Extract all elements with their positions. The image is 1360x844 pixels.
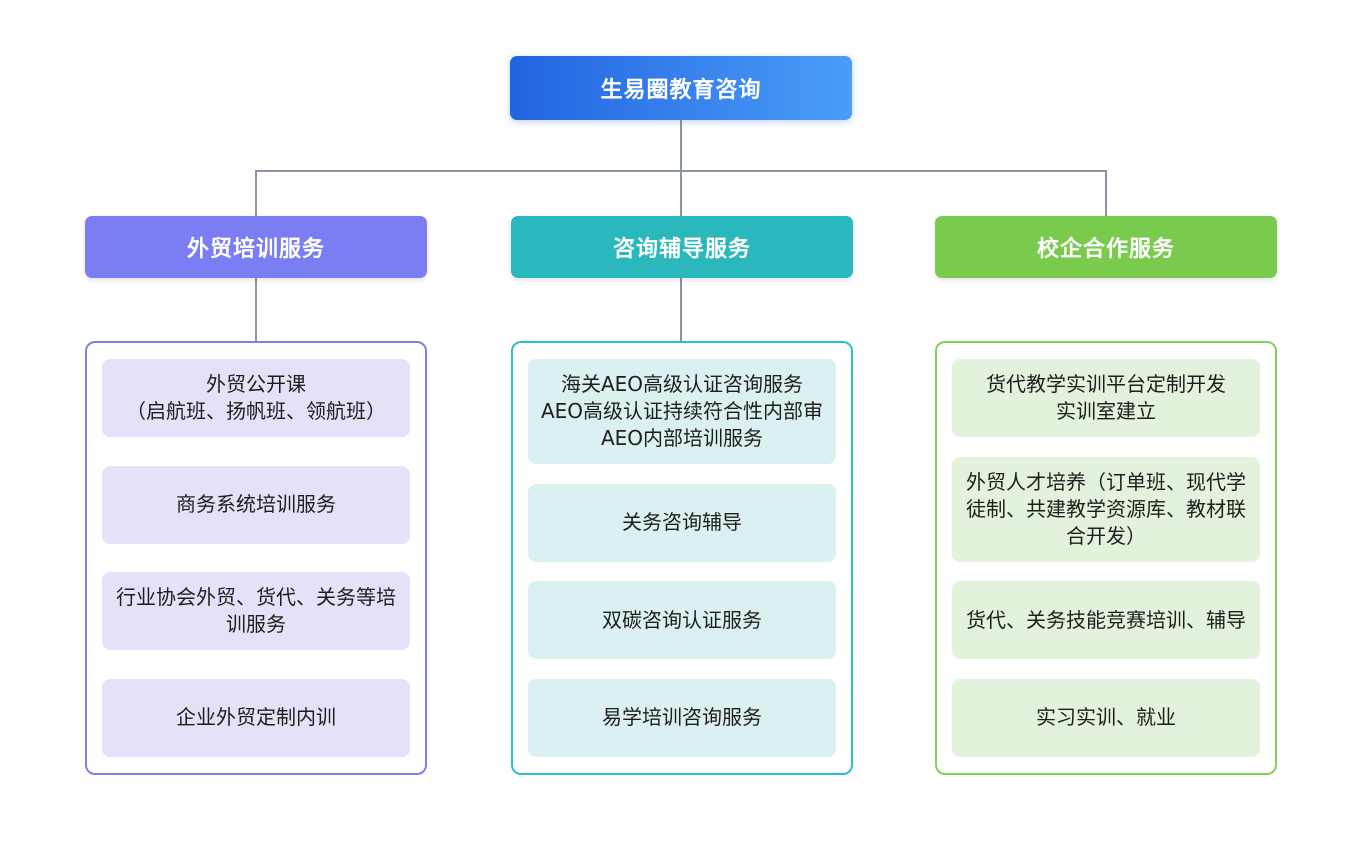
- branch-list-foreign-trade-training: 外贸公开课 （启航班、扬帆班、领航班） 商务系统培训服务 行业协会外贸、货代、关…: [85, 341, 427, 775]
- list-item: 双碳咨询认证服务: [528, 581, 836, 660]
- item-line: 行业协会外贸、货代、关务等培: [116, 585, 396, 610]
- list-item: 海关AEO高级认证咨询服务 AEO高级认证持续符合性内部审 AEO内部培训服务: [528, 359, 836, 464]
- item-line: 外贸人才培养（订单班、现代学: [966, 469, 1246, 494]
- item-line: 货代教学实训平台定制开发: [986, 372, 1226, 396]
- list-item: 行业协会外贸、货代、关务等培 训服务: [102, 572, 410, 651]
- list-item: 企业外贸定制内训: [102, 678, 410, 757]
- item-line: 外贸公开课: [206, 372, 306, 396]
- list-item: 外贸人才培养（订单班、现代学 徒制、共建教学资源库、教材联 合开发）: [952, 456, 1260, 562]
- item-line: （启航班、扬帆班、领航班）: [126, 399, 386, 423]
- item-line: 实习实训、就业: [1036, 705, 1176, 730]
- branch-header-consulting-coaching: 咨询辅导服务: [511, 216, 853, 278]
- list-item: 货代、关务技能竞赛培训、辅导: [952, 581, 1260, 660]
- item-line: 徒制、共建教学资源库、教材联: [966, 496, 1246, 521]
- connector-branch1-drop: [255, 170, 257, 216]
- branch-header-school-enterprise: 校企合作服务: [935, 216, 1277, 278]
- list-item: 实习实训、就业: [952, 678, 1260, 757]
- item-line: 易学培训咨询服务: [602, 705, 762, 730]
- item-line: 双碳咨询认证服务: [602, 607, 762, 632]
- list-item: 商务系统培训服务: [102, 465, 410, 544]
- list-item: 关务咨询辅导: [528, 483, 836, 562]
- list-item: 易学培训咨询服务: [528, 678, 836, 757]
- connector-branch1-to-list: [255, 278, 257, 341]
- connector-branch3-drop: [1105, 170, 1107, 216]
- branch-list-school-enterprise: 货代教学实训平台定制开发 实训室建立 外贸人才培养（订单班、现代学 徒制、共建教…: [935, 341, 1277, 775]
- branch-list-consulting-coaching: 海关AEO高级认证咨询服务 AEO高级认证持续符合性内部审 AEO内部培训服务 …: [511, 341, 853, 775]
- branch-header-foreign-trade-training: 外贸培训服务: [85, 216, 427, 278]
- item-line: 实训室建立: [1056, 399, 1156, 423]
- item-line: 海关AEO高级认证咨询服务: [560, 372, 804, 396]
- list-item: 外贸公开课 （启航班、扬帆班、领航班）: [102, 359, 410, 437]
- item-line: 货代、关务技能竞赛培训、辅导: [966, 607, 1246, 632]
- item-line: 企业外贸定制内训: [176, 705, 336, 730]
- item-line: 合开发）: [1066, 523, 1146, 548]
- item-line: AEO内部培训服务: [600, 426, 764, 450]
- connector-root-drop: [680, 120, 682, 170]
- item-line: 关务咨询辅导: [622, 510, 742, 535]
- connector-branch2-drop: [680, 170, 682, 216]
- item-line: 训服务: [226, 612, 286, 637]
- item-line: AEO高级认证持续符合性内部审: [540, 399, 824, 423]
- list-item: 货代教学实训平台定制开发 实训室建立: [952, 359, 1260, 437]
- item-line: 商务系统培训服务: [176, 492, 336, 517]
- root-node: 生易圈教育咨询: [510, 56, 852, 120]
- connector-branch2-to-list: [680, 278, 682, 341]
